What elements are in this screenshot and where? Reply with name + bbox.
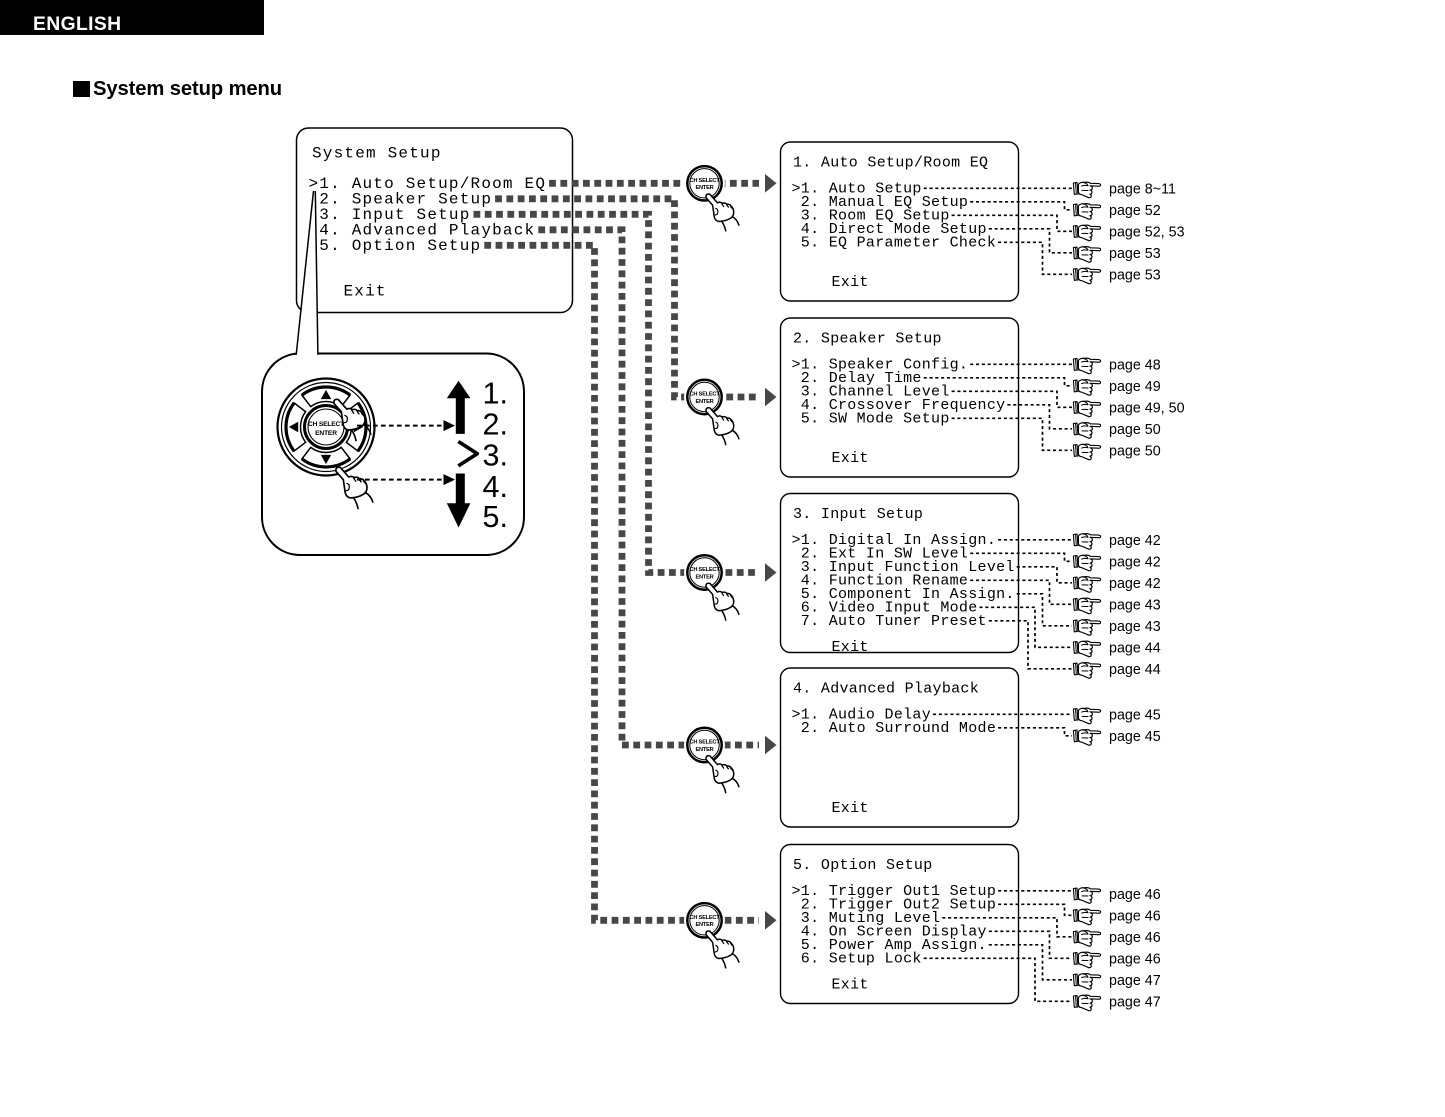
svg-text:5. Option Setup: 5. Option Setup bbox=[309, 237, 482, 255]
svg-text:page 46: page 46 bbox=[1109, 930, 1161, 946]
svg-text:Exit: Exit bbox=[832, 450, 869, 467]
svg-text:4. On Screen Display: 4. On Screen Display bbox=[792, 924, 987, 941]
svg-text:page 47: page 47 bbox=[1109, 994, 1161, 1010]
svg-text:4. Function Rename: 4. Function Rename bbox=[792, 573, 969, 590]
svg-text:page 45: page 45 bbox=[1109, 729, 1161, 745]
svg-text:1. Auto Setup/Room EQ: 1. Auto Setup/Room EQ bbox=[793, 155, 988, 172]
svg-text:2. Auto Surround Mode: 2. Auto Surround Mode bbox=[792, 720, 997, 737]
svg-text:>1. Trigger Out1 Setup: >1. Trigger Out1 Setup bbox=[792, 883, 997, 900]
svg-text:Exit: Exit bbox=[832, 274, 869, 291]
svg-text:3. Muting Level: 3. Muting Level bbox=[792, 910, 941, 927]
svg-text:5. Component In Assign.: 5. Component In Assign. bbox=[792, 586, 1015, 603]
svg-text:page 50: page 50 bbox=[1109, 443, 1161, 459]
svg-text:CH SELECT: CH SELECT bbox=[308, 421, 345, 428]
svg-text:3. Room EQ Setup: 3. Room EQ Setup bbox=[792, 208, 950, 225]
svg-text:page 52: page 52 bbox=[1109, 203, 1161, 219]
svg-text:page 52, 53: page 52, 53 bbox=[1109, 224, 1185, 240]
svg-text:2. Ext In SW Level: 2. Ext In SW Level bbox=[792, 546, 969, 563]
svg-text:page 45: page 45 bbox=[1109, 707, 1161, 723]
svg-text:5. SW Mode Setup: 5. SW Mode Setup bbox=[792, 411, 950, 428]
svg-text:page 43: page 43 bbox=[1109, 597, 1161, 613]
svg-text:page 47: page 47 bbox=[1109, 973, 1161, 989]
svg-text:page 46: page 46 bbox=[1109, 887, 1161, 903]
svg-text:>1. Digital In Assign.: >1. Digital In Assign. bbox=[792, 532, 997, 549]
svg-text:System Setup: System Setup bbox=[312, 145, 442, 163]
svg-text:4. Advanced Playback: 4. Advanced Playback bbox=[309, 222, 536, 240]
svg-text:Exit: Exit bbox=[832, 800, 869, 817]
svg-text:>1. Audio Delay: >1. Audio Delay bbox=[792, 707, 932, 724]
svg-text:Exit: Exit bbox=[344, 283, 387, 301]
svg-text:2. Trigger Out2 Setup: 2. Trigger Out2 Setup bbox=[792, 897, 997, 914]
svg-text:4. Crossover Frequency: 4. Crossover Frequency bbox=[792, 397, 1006, 414]
svg-text:page 53: page 53 bbox=[1109, 267, 1161, 283]
svg-text:page 49: page 49 bbox=[1109, 379, 1161, 395]
svg-text:page 43: page 43 bbox=[1109, 619, 1161, 635]
svg-text:Exit: Exit bbox=[832, 639, 869, 656]
svg-text:page 46: page 46 bbox=[1109, 908, 1161, 924]
svg-text:1.: 1. bbox=[483, 377, 508, 411]
svg-text:6. Setup Lock: 6. Setup Lock bbox=[792, 951, 922, 968]
svg-text:2. Manual EQ Setup: 2. Manual EQ Setup bbox=[792, 194, 969, 211]
svg-text:7. Auto Tuner Preset: 7. Auto Tuner Preset bbox=[792, 613, 987, 630]
svg-text:page 44: page 44 bbox=[1109, 662, 1161, 678]
svg-text:4. Direct Mode Setup: 4. Direct Mode Setup bbox=[792, 221, 987, 238]
svg-text:>1. Auto Setup/Room EQ: >1. Auto Setup/Room EQ bbox=[309, 175, 547, 193]
svg-text:4. Advanced Playback: 4. Advanced Playback bbox=[793, 681, 979, 698]
svg-text:>1. Auto Setup: >1. Auto Setup bbox=[792, 181, 922, 198]
svg-text:page 42: page 42 bbox=[1109, 576, 1161, 592]
svg-text:5. Option Setup: 5. Option Setup bbox=[793, 857, 933, 874]
svg-text:3. Channel Level: 3. Channel Level bbox=[792, 384, 950, 401]
svg-text:page 42: page 42 bbox=[1109, 554, 1161, 570]
svg-text:5. Power Amp Assign.: 5. Power Amp Assign. bbox=[792, 937, 987, 954]
svg-text:3. Input Setup: 3. Input Setup bbox=[309, 206, 471, 224]
svg-text:5. EQ Parameter Check: 5. EQ Parameter Check bbox=[792, 235, 997, 252]
svg-text:page 42: page 42 bbox=[1109, 533, 1161, 549]
svg-text:6. Video Input Mode: 6. Video Input Mode bbox=[792, 600, 978, 617]
svg-text:page 48: page 48 bbox=[1109, 357, 1161, 373]
svg-text:4.: 4. bbox=[483, 470, 508, 504]
svg-text:2. Delay Time: 2. Delay Time bbox=[792, 370, 922, 387]
svg-text:page 44: page 44 bbox=[1109, 640, 1161, 656]
svg-text:2. Speaker Setup: 2. Speaker Setup bbox=[793, 331, 942, 348]
svg-text:>1. Speaker Config.: >1. Speaker Config. bbox=[792, 357, 969, 374]
svg-text:2.: 2. bbox=[483, 408, 508, 442]
svg-text:page 49, 50: page 49, 50 bbox=[1109, 400, 1185, 416]
svg-text:Exit: Exit bbox=[832, 977, 869, 994]
svg-text:page 46: page 46 bbox=[1109, 951, 1161, 967]
svg-text:ENTER: ENTER bbox=[315, 430, 337, 437]
svg-text:page 50: page 50 bbox=[1109, 422, 1161, 438]
svg-text:2. Speaker Setup: 2. Speaker Setup bbox=[309, 191, 493, 209]
svg-text:page 53: page 53 bbox=[1109, 246, 1161, 262]
svg-text:3. Input Setup: 3. Input Setup bbox=[793, 506, 923, 523]
svg-text:3.: 3. bbox=[483, 439, 508, 473]
svg-text:5.: 5. bbox=[483, 500, 508, 534]
svg-text:3. Input Function Level: 3. Input Function Level bbox=[792, 559, 1015, 576]
svg-text:page 8~11: page 8~11 bbox=[1109, 181, 1176, 197]
